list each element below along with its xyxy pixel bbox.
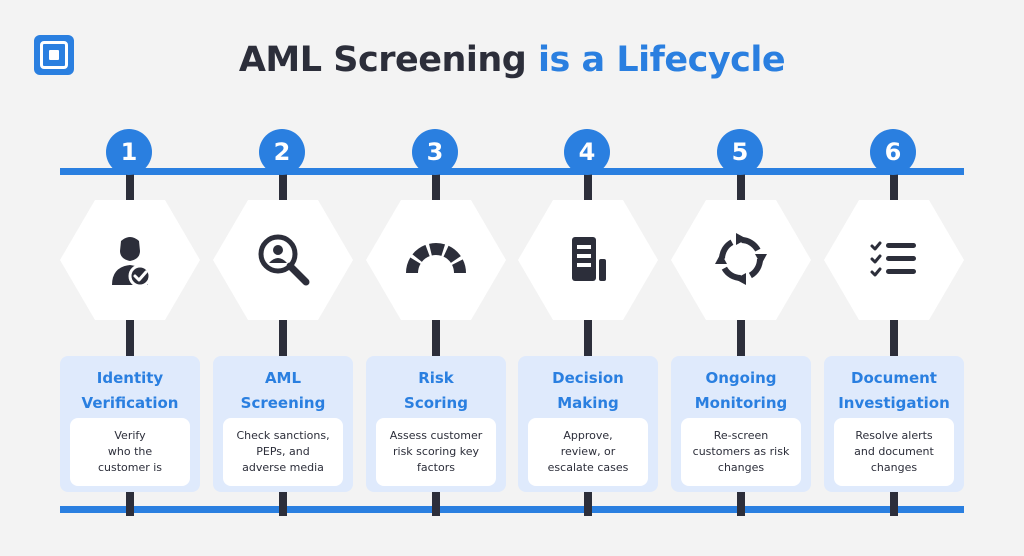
step-title: Document Investigation xyxy=(838,369,950,412)
step-description: Check sanctions, PEPs, and adverse media xyxy=(223,418,343,486)
connector-line xyxy=(126,488,134,516)
lifecycle-step-1: 1 Identity Verification Verify who the c… xyxy=(60,0,200,556)
step-description: Verify who the customer is xyxy=(70,418,190,486)
connector-line xyxy=(126,315,134,360)
step-card: Ongoing Monitoring Re-screen customers a… xyxy=(671,356,811,492)
connector-line xyxy=(279,315,287,360)
connector-line xyxy=(737,160,745,205)
connector-line xyxy=(279,160,287,205)
connector-line xyxy=(737,488,745,516)
connector-line xyxy=(890,315,898,360)
step-number-badge: 1 xyxy=(106,129,152,175)
connector-line xyxy=(737,315,745,360)
lifecycle-step-4: 4 Decision Making Approve, review, or es… xyxy=(518,0,658,556)
step-description: Resolve alerts and document changes xyxy=(834,418,954,486)
step-number-badge: 2 xyxy=(259,129,305,175)
connector-line xyxy=(432,160,440,205)
connector-line xyxy=(279,488,287,516)
brand-logo xyxy=(34,35,74,75)
step-title: AML Screening xyxy=(240,369,326,412)
step-description: Approve, review, or escalate cases xyxy=(528,418,648,486)
step-description: Re-screen customers as risk changes xyxy=(681,418,801,486)
step-title: Identity Verification xyxy=(81,369,179,412)
user-check-icon xyxy=(112,237,152,288)
step-card: Decision Making Approve, review, or esca… xyxy=(518,356,658,492)
connector-line xyxy=(126,160,134,205)
connector-line xyxy=(890,160,898,205)
checklist-icon xyxy=(870,241,916,277)
connector-line xyxy=(584,488,592,516)
search-user-icon xyxy=(258,234,310,286)
step-card: Risk Scoring Assess customer risk scorin… xyxy=(366,356,506,492)
step-title: Ongoing Monitoring xyxy=(694,369,788,412)
step-hexagon xyxy=(366,200,506,320)
connector-line xyxy=(432,315,440,360)
gauge-icon xyxy=(406,243,466,274)
connector-line xyxy=(584,315,592,360)
step-card: Identity Verification Verify who the cus… xyxy=(60,356,200,492)
step-number-badge: 4 xyxy=(564,129,610,175)
lifecycle-step-3: 3 Risk Scoring Assess customer risk scor… xyxy=(366,0,506,556)
lifecycle-step-5: 5 Ongoing Monitoring Re-screen customers… xyxy=(671,0,811,556)
connector-line xyxy=(890,488,898,516)
connector-line xyxy=(432,488,440,516)
step-number-badge: 5 xyxy=(717,129,763,175)
connector-line xyxy=(584,160,592,205)
title-accent: is a Lifecycle xyxy=(538,40,786,80)
step-card: Document Investigation Resolve alerts an… xyxy=(824,356,964,492)
step-card: AML Screening Check sanctions, PEPs, and… xyxy=(213,356,353,492)
step-title: Risk Scoring xyxy=(404,369,468,412)
step-number-badge: 6 xyxy=(870,129,916,175)
page-title: AML Screening is a Lifecycle xyxy=(0,40,1024,80)
step-description: Assess customer risk scoring key factors xyxy=(376,418,496,486)
lifecycle-step-6: 6 Document Investigation Resolve alerts … xyxy=(824,0,964,556)
document-icon xyxy=(572,237,606,281)
lifecycle-step-2: 2 AML Screening Check sanctions, PEPs, a… xyxy=(213,0,353,556)
timeline-bottom-bar xyxy=(60,506,964,513)
step-title: Decision Making xyxy=(552,369,624,412)
refresh-cycle-icon xyxy=(715,233,767,285)
timeline-top-bar xyxy=(60,168,964,175)
step-number-badge: 3 xyxy=(412,129,458,175)
title-main: AML Screening xyxy=(238,40,527,80)
